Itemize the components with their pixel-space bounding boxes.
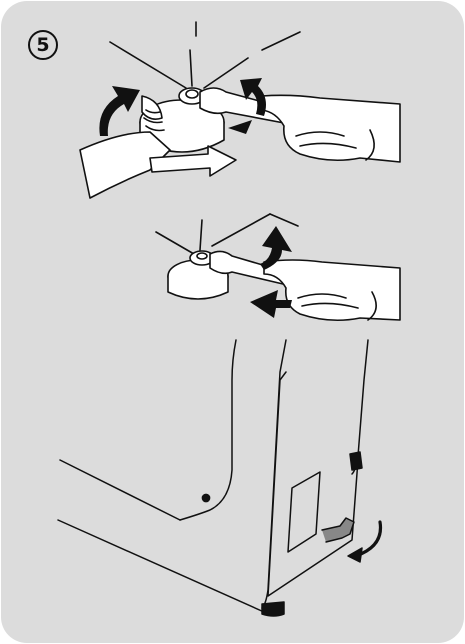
screw-hole	[201, 493, 211, 503]
right-hand	[261, 94, 401, 163]
appliance-corner-figure	[57, 339, 383, 617]
right-hand	[263, 259, 401, 322]
rotate-arrow-icon	[260, 226, 292, 270]
rotate-arrow-icon	[240, 78, 266, 116]
leveling-foot-icon	[349, 451, 363, 471]
leveling-foot-icon	[261, 601, 285, 617]
hose-connector-icon	[321, 517, 355, 543]
rotate-arrow-icon	[228, 120, 252, 134]
rotate-arrow-icon	[99, 86, 140, 136]
lower-locking-figure	[155, 213, 401, 322]
step-number-text: 5	[36, 34, 50, 56]
upper-adjustment-figure	[79, 21, 401, 199]
step-number-badge: 5	[28, 30, 58, 60]
direction-arrow-icon	[149, 145, 237, 177]
rotate-arrow-icon	[250, 290, 292, 318]
side-plate	[287, 471, 321, 553]
